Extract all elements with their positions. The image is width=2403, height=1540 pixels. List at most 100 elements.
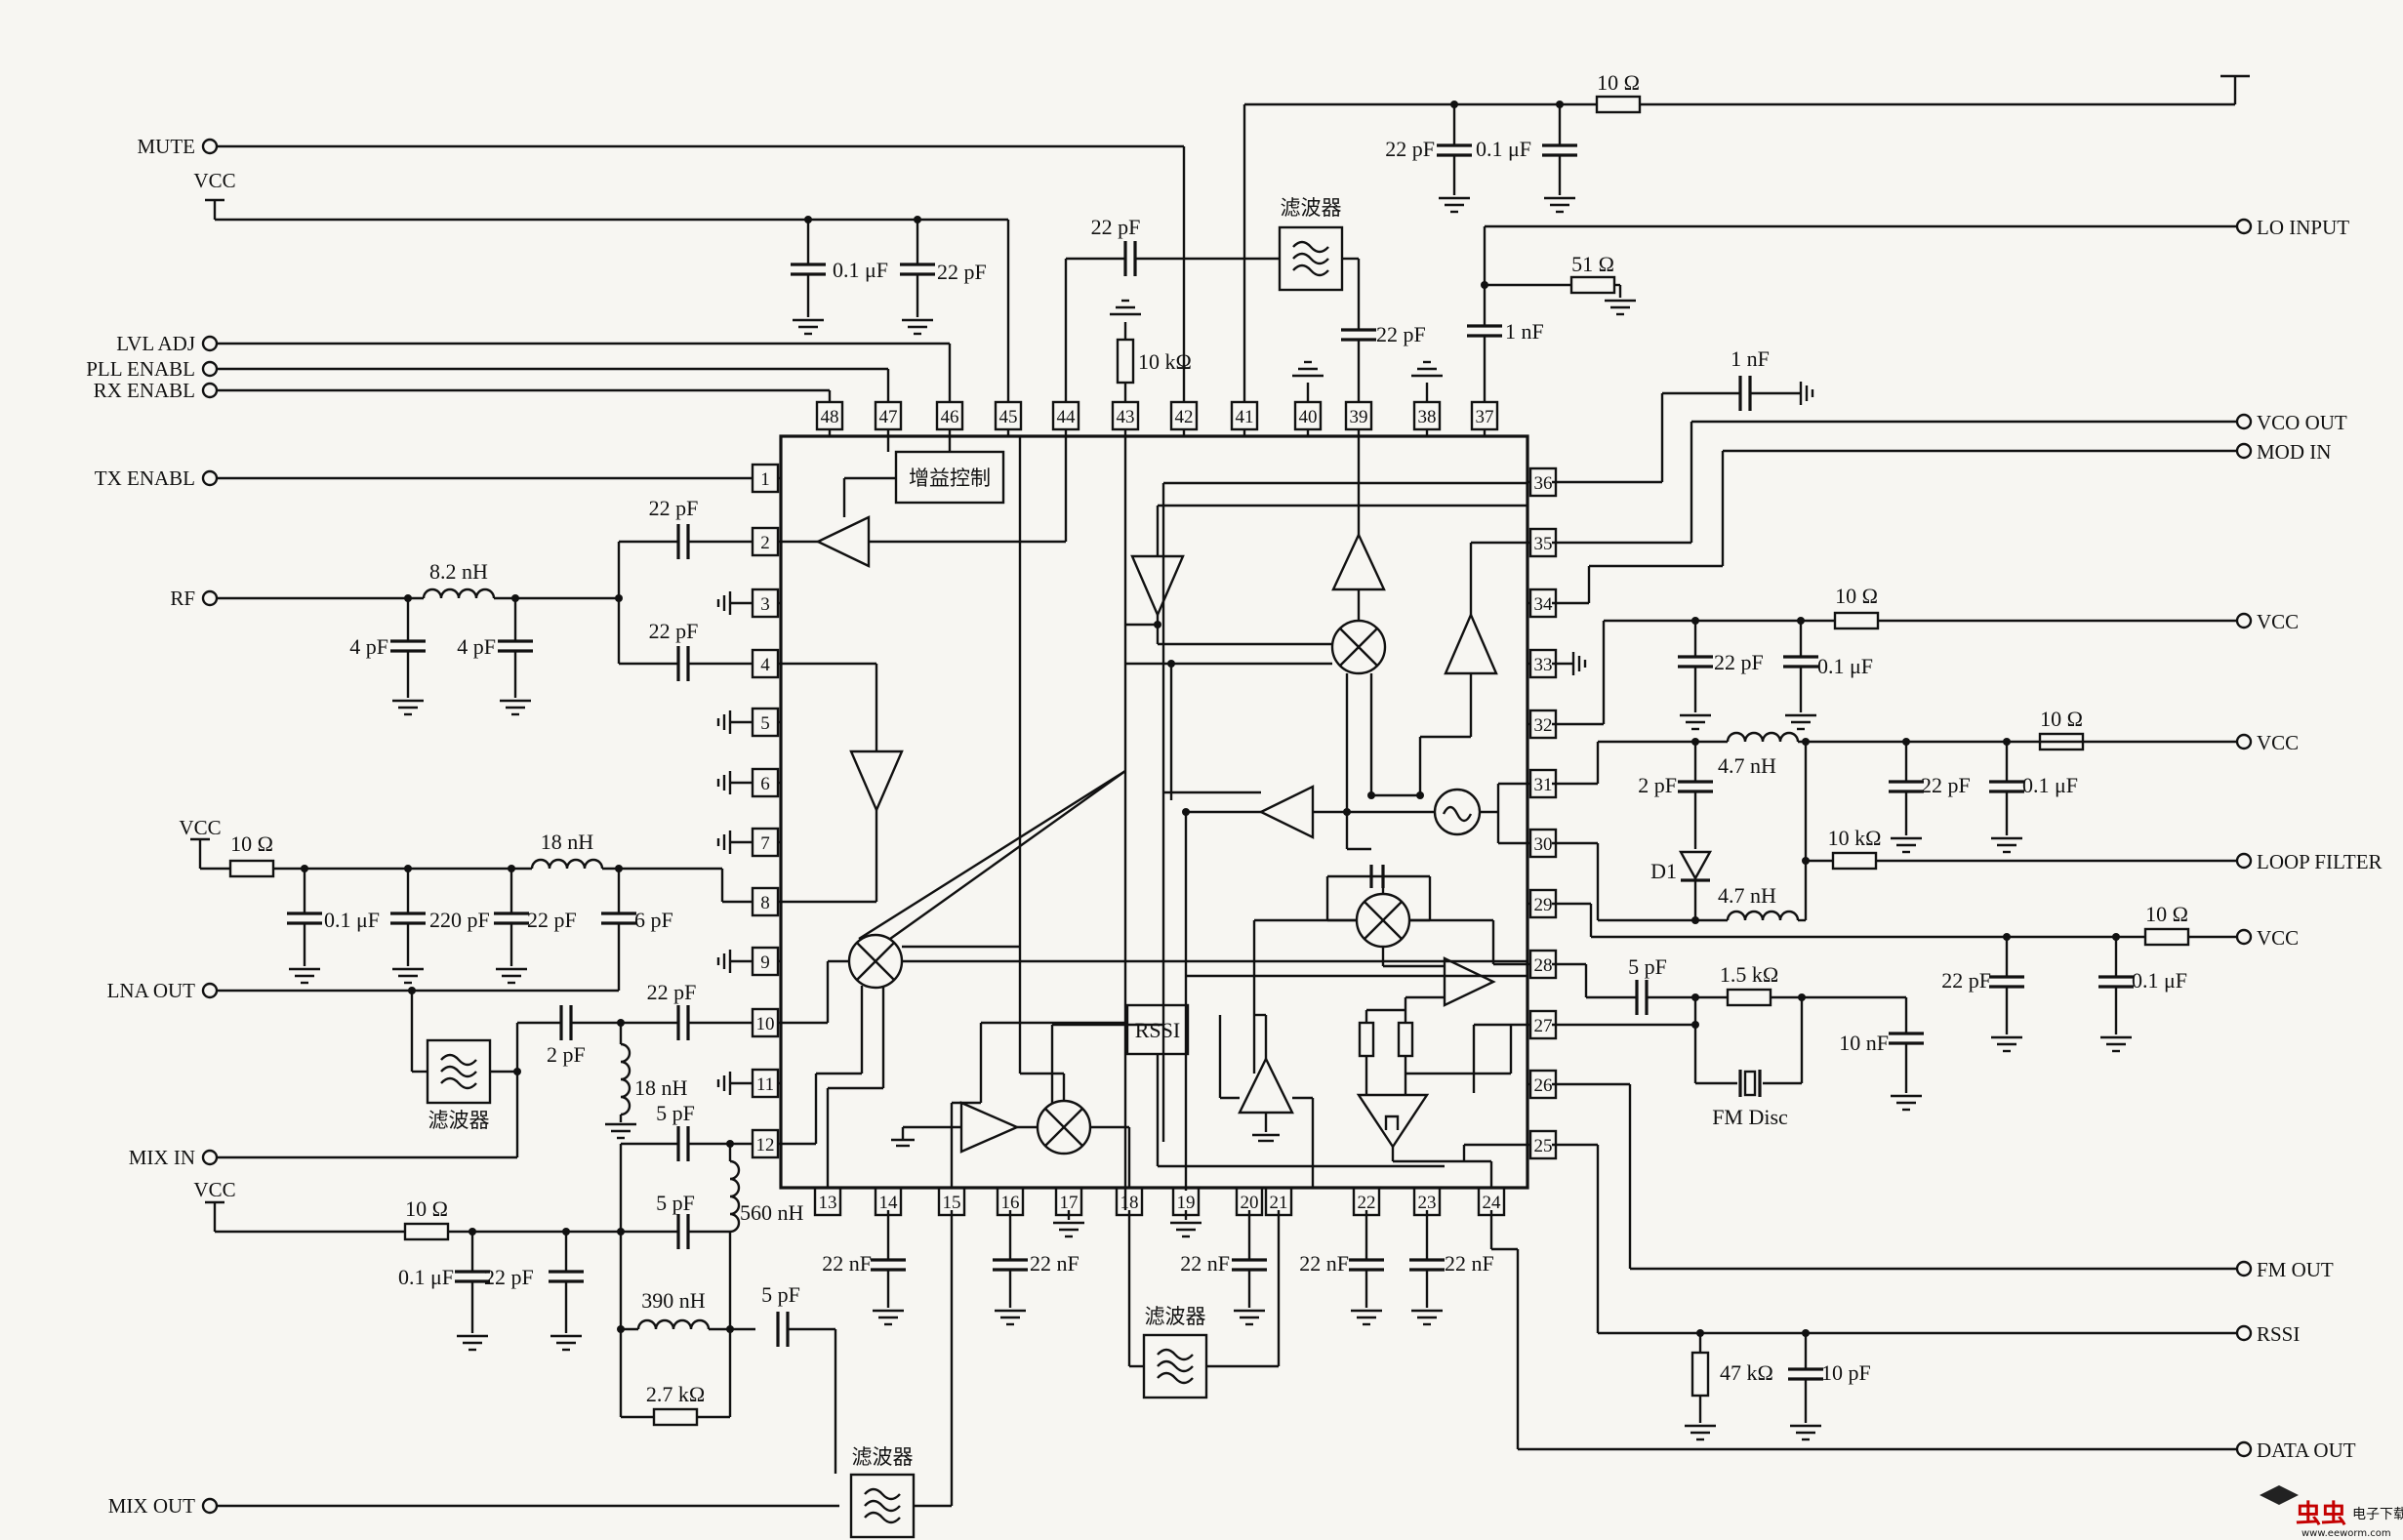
pin-number: 30 — [1534, 834, 1553, 855]
pin-box — [751, 946, 780, 977]
comp-label: 5 pF — [1628, 954, 1667, 979]
comp-label: FM Disc — [1712, 1105, 1788, 1129]
comp-label: 22 nF — [1445, 1251, 1494, 1276]
filter-mixout — [849, 1473, 916, 1539]
comp-label: 10 Ω — [1835, 584, 1878, 608]
pin-number: 25 — [1534, 1136, 1553, 1156]
comp-label: 10 pF — [1821, 1360, 1871, 1385]
filter-lna-label: 滤波器 — [428, 1109, 490, 1132]
pin-number: 38 — [1418, 407, 1437, 427]
comp-label: 10 Ω — [405, 1196, 448, 1221]
pll-enabl-terminal[interactable] — [201, 360, 219, 378]
watermark-logo: 虫虫 — [2296, 1500, 2346, 1529]
mixer-4 — [1036, 1099, 1092, 1155]
comp-label: 22 pF — [484, 1265, 534, 1289]
label-mute: MUTE — [138, 135, 196, 158]
label-lvl-adj: LVL ADJ — [116, 332, 195, 355]
rx-enabl-terminal[interactable] — [201, 382, 219, 399]
label-vcc-mix: VCC — [193, 1178, 235, 1201]
lna-out-terminal[interactable] — [201, 982, 219, 999]
filter-bottom — [1142, 1333, 1208, 1399]
loop-filter-terminal[interactable] — [2235, 852, 2253, 870]
filter-top-label: 滤波器 — [1281, 196, 1342, 220]
comp-label: 22 nF — [822, 1251, 872, 1276]
comp-label: 1 nF — [1505, 319, 1544, 344]
comp-label: 6 pF — [634, 908, 673, 932]
comp-label: 22 pF — [647, 980, 697, 1004]
watermark-url: www.eeworm.com — [2301, 1528, 2391, 1539]
pin-number: 18 — [1120, 1193, 1139, 1213]
rssi-block-label: RSSI — [1135, 1018, 1180, 1042]
pin-number: 12 — [756, 1135, 775, 1155]
comp-label: 0.1 μF — [2022, 773, 2078, 797]
comp-label: 2.7 kΩ — [646, 1382, 705, 1406]
comp-label: 47 kΩ — [1720, 1360, 1773, 1385]
rf-terminal[interactable] — [201, 589, 219, 607]
lo-input-terminal[interactable] — [2235, 218, 2253, 235]
pin-number: 24 — [1483, 1193, 1502, 1213]
comp-label: 1 nF — [1731, 346, 1770, 371]
vcc-r3-terminal[interactable] — [2235, 928, 2253, 946]
pin-number: 27 — [1534, 1016, 1553, 1036]
label-mod-in: MOD IN — [2257, 440, 2331, 464]
watermark: 虫虫 电子下载站 www.eeworm.com — [2260, 1485, 2403, 1539]
comp-label: 5 pF — [761, 1282, 800, 1307]
pin-number: 20 — [1241, 1193, 1259, 1213]
rssi-out-terminal[interactable] — [2235, 1324, 2253, 1342]
pin-number: 46 — [941, 407, 959, 427]
comp-label: 560 nH — [740, 1200, 804, 1225]
comp-label: 2 pF — [1638, 773, 1677, 797]
pin-number: 5 — [760, 713, 770, 734]
pin-number: 2 — [760, 533, 770, 553]
pin-number: 22 — [1358, 1193, 1376, 1213]
gain-control-label: 增益控制 — [909, 466, 991, 490]
comp-label: 10 Ω — [1597, 70, 1640, 95]
comp-label: 4 pF — [349, 634, 388, 659]
label-mix-in: MIX IN — [129, 1146, 195, 1169]
pin-number: 44 — [1057, 407, 1077, 427]
label-vcc-r2: VCC — [2257, 731, 2299, 754]
mod-in-terminal[interactable] — [2235, 442, 2253, 460]
comp-label: 10 kΩ — [1138, 349, 1192, 374]
vcc-r2-terminal[interactable] — [2235, 733, 2253, 750]
pin-number: 32 — [1534, 715, 1553, 736]
comp-label: 5 pF — [656, 1101, 695, 1125]
label-loop-filter: LOOP FILTER — [2257, 850, 2383, 873]
pin-number: 31 — [1534, 775, 1553, 795]
pin-number: 37 — [1476, 407, 1494, 427]
comp-label: 2 pF — [547, 1042, 586, 1067]
pin-number: 16 — [1001, 1193, 1020, 1213]
mix-out-terminal[interactable] — [201, 1497, 219, 1515]
label-lo-input: LO INPUT — [2257, 216, 2349, 239]
comp-label: 22 pF — [1714, 650, 1764, 674]
pin-number: 33 — [1534, 655, 1553, 675]
pin-number: 19 — [1177, 1193, 1196, 1213]
comp-label: 0.1 μF — [1476, 137, 1531, 161]
comp-label: 18 nH — [634, 1075, 688, 1100]
pin-number: 28 — [1534, 955, 1553, 976]
pin-box — [751, 1128, 780, 1159]
filter-mixout-label: 滤波器 — [852, 1445, 914, 1469]
fm-out-terminal[interactable] — [2235, 1260, 2253, 1277]
comp-label: 10 nF — [1839, 1031, 1889, 1055]
vco-out-terminal[interactable] — [2235, 413, 2253, 430]
labels-layer: MUTE VCC LVL ADJ PLL ENABL RX ENABL TX E… — [86, 70, 2403, 1539]
data-out-terminal[interactable] — [2235, 1440, 2253, 1458]
pin-box — [751, 886, 780, 917]
comp-label: 22 pF — [937, 260, 987, 284]
pin-number: 13 — [819, 1193, 837, 1213]
mix-in-terminal[interactable] — [201, 1149, 219, 1166]
pin-number: 29 — [1534, 895, 1553, 915]
pin-number: 7 — [760, 833, 770, 854]
tx-enabl-terminal[interactable] — [201, 469, 219, 487]
lvl-adj-terminal[interactable] — [201, 335, 219, 352]
comp-label: 0.1 μF — [2132, 968, 2187, 993]
mute-terminal[interactable] — [201, 138, 219, 155]
vcc-r1-terminal[interactable] — [2235, 612, 2253, 629]
comp-label: 10 Ω — [2145, 902, 2188, 926]
label-fm-out: FM OUT — [2257, 1258, 2334, 1281]
comp-label: 22 nF — [1180, 1251, 1230, 1276]
wiring-bottom — [869, 1210, 2253, 1458]
